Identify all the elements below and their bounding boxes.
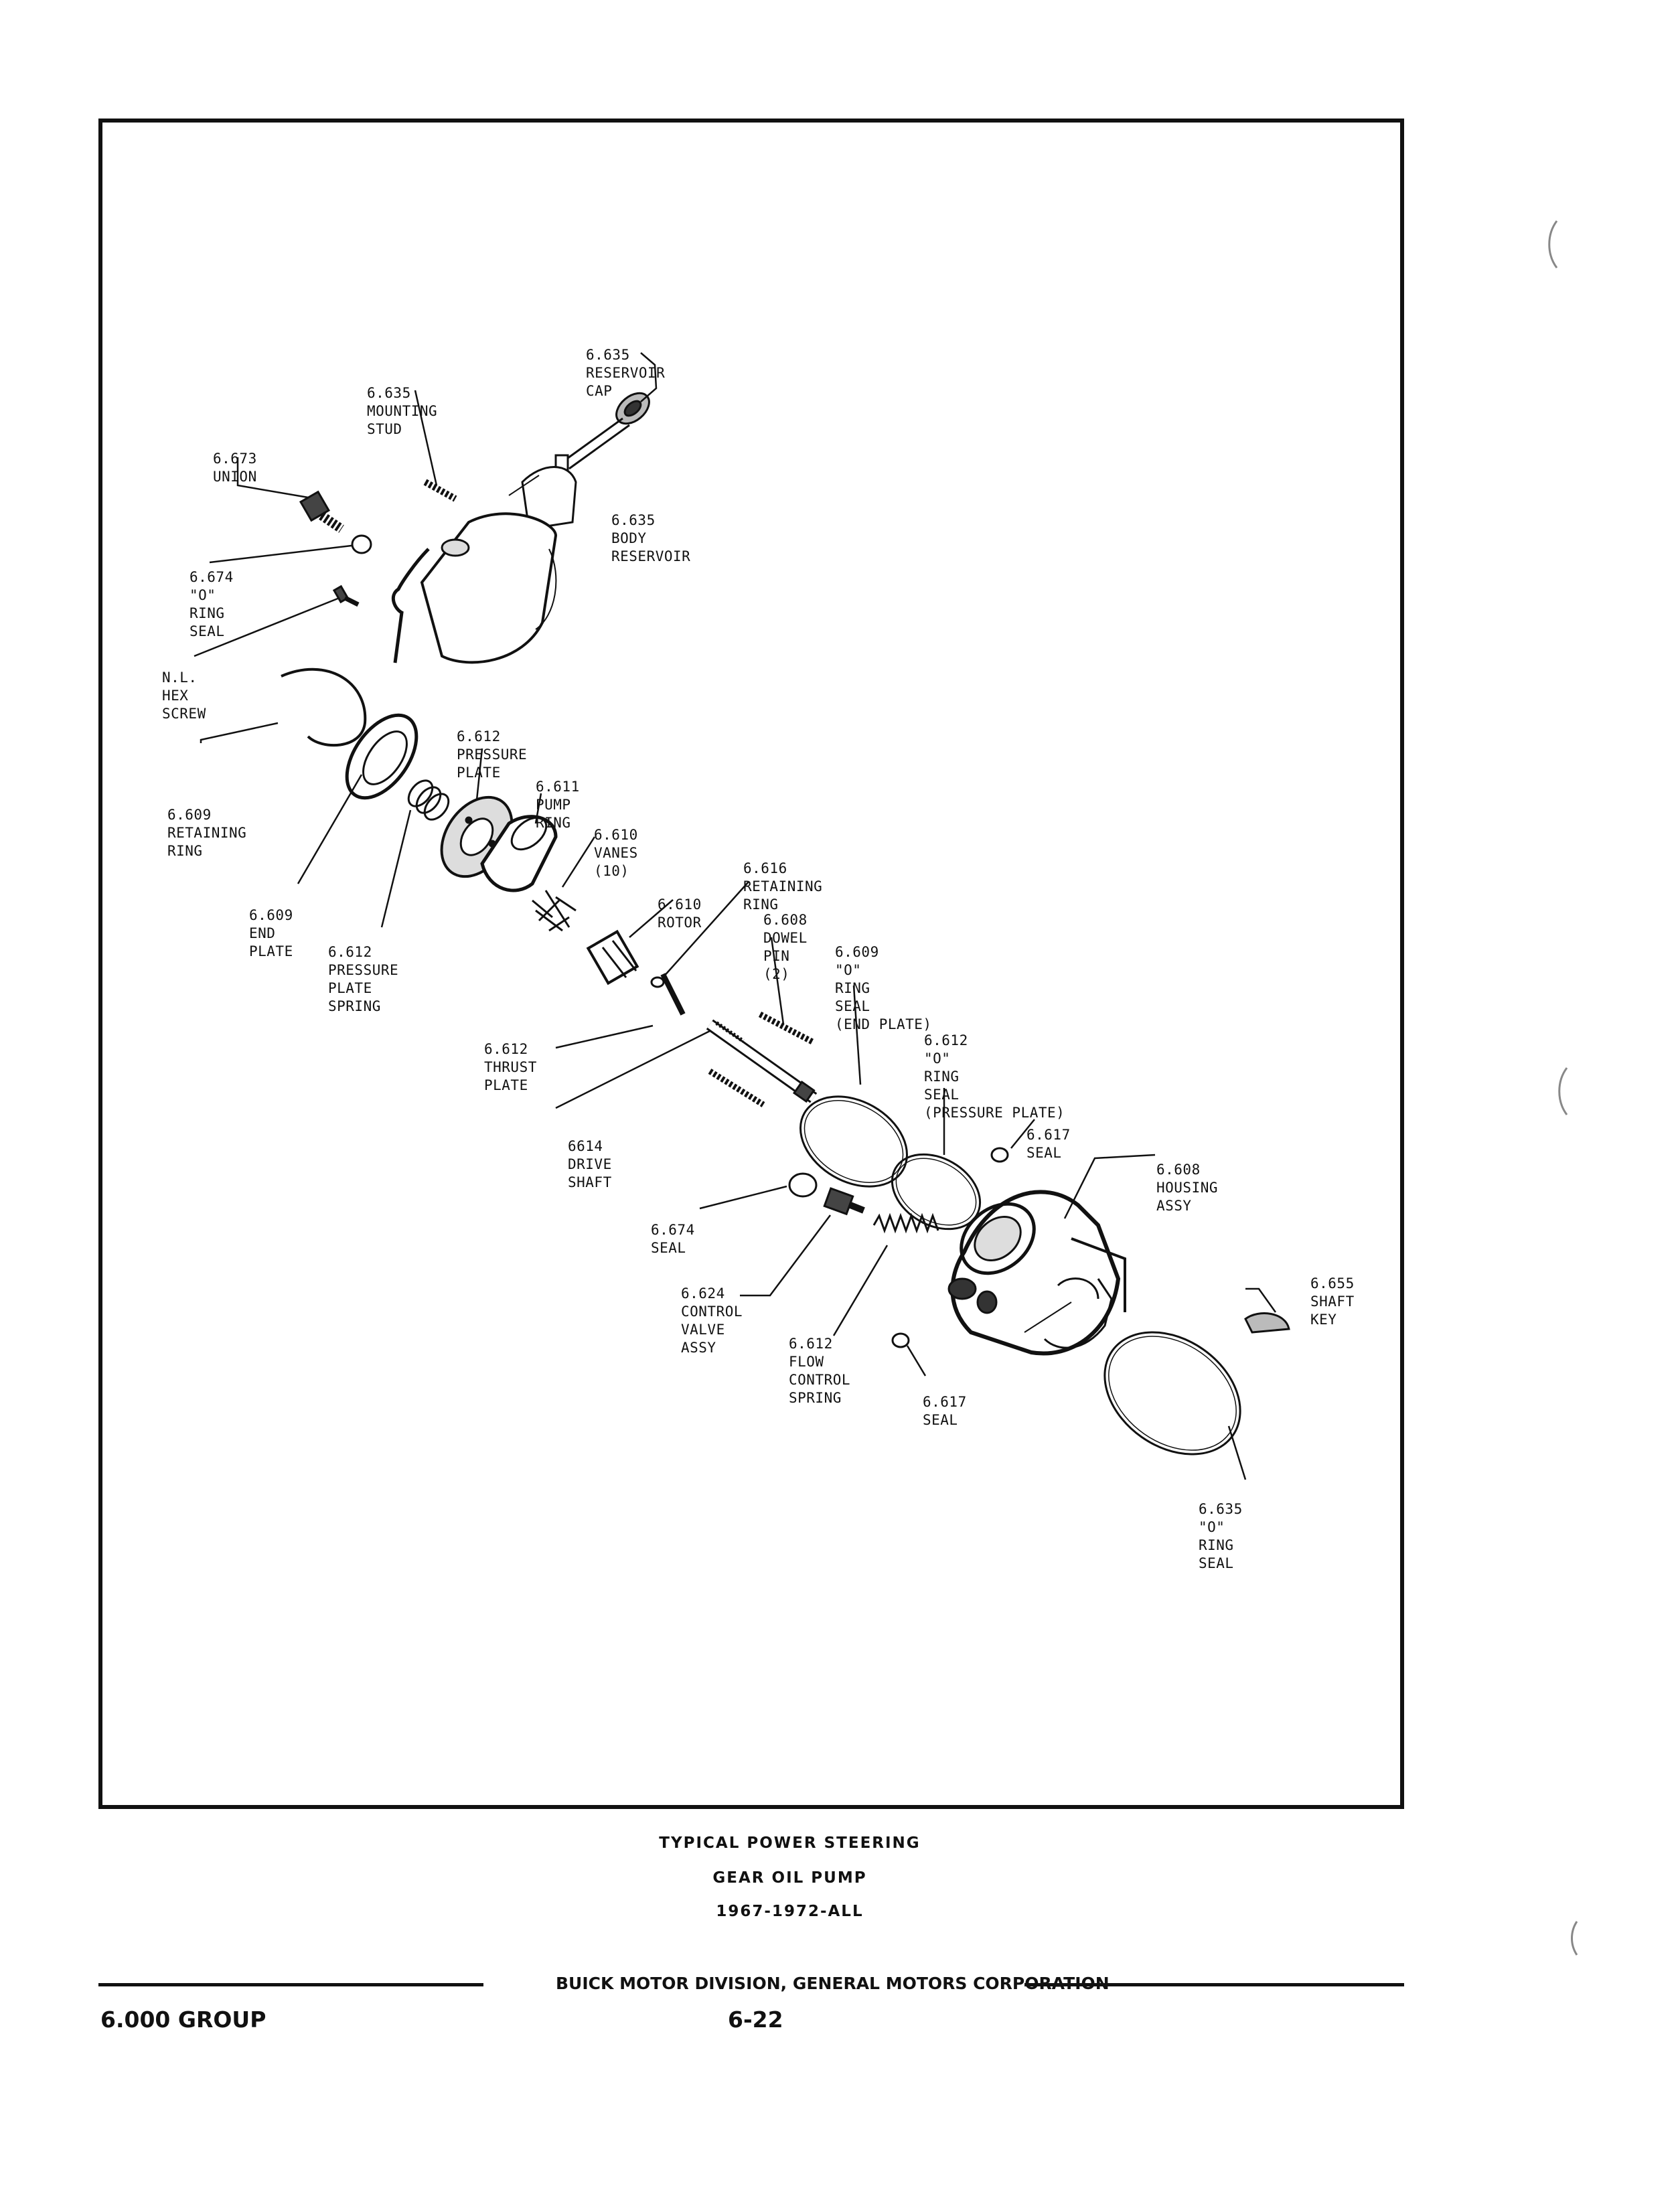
mounting-stud-part [423,479,457,502]
thrust-plate-part [660,973,686,1016]
o-ring-674-part [351,534,372,554]
union-part [299,490,344,533]
footer-rule-left [98,1983,483,1986]
shaft-key-part [1244,1312,1290,1334]
retaining-ring-616-part [650,976,665,988]
o-ring-end-plate-part [799,1095,908,1188]
margin-marks [1548,220,1578,1956]
footer-page-number: 6-22 [728,2007,783,2033]
seal-617-bottom-part [891,1332,910,1348]
caption-line-1: TYPICAL POWER STEERING [659,1834,921,1852]
o-ring-635-part [1103,1331,1241,1456]
seal-617-top-part [990,1147,1009,1163]
vanes-part [532,890,577,932]
pressure-plate-spring-part [407,779,450,821]
dowel-pin-part [708,1012,816,1107]
retaining-ring-609-part [281,667,367,747]
caption-line-3: 1967-1972-ALL [716,1903,864,1920]
body-reservoir-part [391,466,577,664]
pump-ring-part [480,815,558,892]
housing-part [947,1190,1126,1356]
flow-control-spring-part [872,1212,939,1234]
hex-screw-part [332,584,360,607]
drive-shaft-part [706,1019,818,1103]
caption-line-2: GEAR OIL PUMP [712,1869,867,1887]
footer-rule-right [1024,1983,1404,1986]
leader-lines [194,352,1277,1480]
seal-674-part [788,1172,818,1198]
diagram-frame [98,119,1404,1809]
footer-division: BUICK MOTOR DIVISION, GENERAL MOTORS COR… [556,1974,1110,1993]
footer-group: 6.000 GROUP [100,2007,266,2033]
end-plate-part [345,713,418,800]
control-valve-part [823,1187,865,1216]
rotor-part [586,929,639,986]
